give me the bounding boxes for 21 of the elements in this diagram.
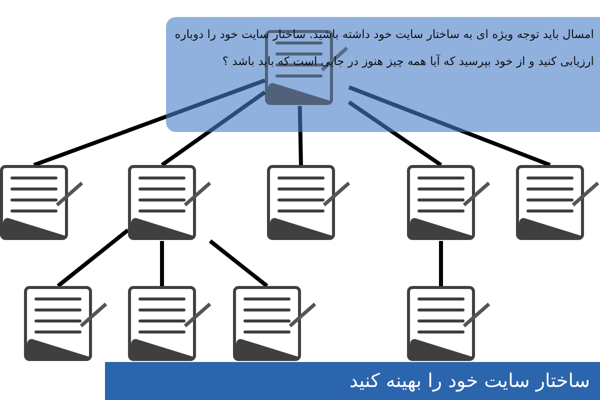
document-icon [267,165,351,241]
connector-line [33,78,266,167]
connector-line [348,85,551,167]
document-icon [128,165,212,241]
connector-line [439,241,443,286]
connector-line [160,241,164,286]
connector-line [298,106,303,166]
connector-line [56,228,130,288]
connector-line [160,90,266,167]
document-icon [128,286,212,362]
document-icon [0,165,84,241]
document-icon [407,165,491,241]
title: ساختار سایت خود را بهینه کنید [349,370,590,392]
document-icon [516,165,600,241]
paragraph: امسال باید توجه ویژه ای به ساختار سایت خود داشته باشید. ساختار سایت خود را دوباره ارزیابی کنید و از خود بپرسید که آیا همه چیز هنوز در جایی است که باید باشد ؟ [174,26,594,70]
document-icon [407,286,491,362]
connector-line [348,100,442,167]
connector-line [208,239,268,288]
document-icon [24,286,108,362]
callout-panel [166,17,600,132]
document-icon [233,286,317,362]
